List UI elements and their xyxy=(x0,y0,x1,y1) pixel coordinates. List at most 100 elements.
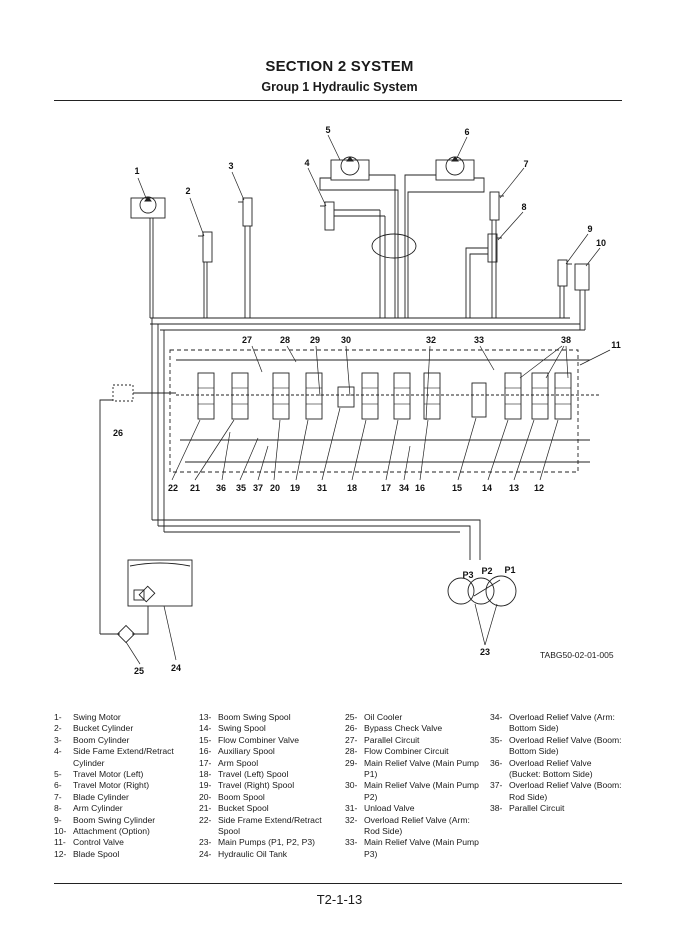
footer-rule xyxy=(54,883,622,884)
callout-p1: P1 xyxy=(504,565,515,575)
legend-number: 23- xyxy=(199,837,212,848)
legend-entry: 2- Bucket Cylinder xyxy=(54,723,184,734)
legend-entry: 13-Boom Swing Spool xyxy=(199,712,334,723)
legend-text: Boom Spool xyxy=(218,791,265,802)
callout-38: 38 xyxy=(561,335,571,345)
legend-number: 34- xyxy=(490,712,503,722)
legend-text: Swing Spool xyxy=(218,723,266,734)
legend-number: 4- xyxy=(54,746,62,757)
legend-entry: 17-Arm Spool xyxy=(199,758,334,769)
legend-number: 13- xyxy=(199,712,212,722)
legend-entry: 14- Swing Spool xyxy=(199,723,334,734)
callout-8: 8 xyxy=(521,202,526,212)
legend-entry: 18-Travel (Left) Spool xyxy=(199,769,334,780)
legend-text: Control Valve xyxy=(73,837,124,848)
legend-entry: 6-Travel Motor (Right) xyxy=(54,780,184,791)
main-pumps-symbol xyxy=(447,575,517,607)
legend-text: Side Frame Extend/Retract Spool xyxy=(218,814,322,837)
legend-text: Bucket Cylinder xyxy=(73,723,134,734)
legend-text: Overload Relief Valve (Boom: Rod Side) xyxy=(509,780,622,802)
swing-motor-symbol xyxy=(130,196,166,318)
legend-text: Overload Relief Valve (Bucket: Bottom Si… xyxy=(509,757,593,780)
legend-text: Parallel Circuit xyxy=(364,734,420,745)
callout-31: 31 xyxy=(317,483,327,493)
legend-entry: 30-Main Relief Valve (Main Pump P2) xyxy=(345,780,481,803)
legend-entry: 29-Main Relief Valve (Main Pump P1) xyxy=(345,758,481,781)
legend-entry: 9-Boom Swing Cylinder xyxy=(54,815,184,826)
legend-entry: 27-Parallel Circuit xyxy=(345,735,481,746)
spool-row xyxy=(197,372,572,420)
legend-number: 9- xyxy=(54,814,62,825)
legend-text: Travel (Left) Spool xyxy=(218,769,289,780)
legend-number: 12- xyxy=(54,848,67,859)
legend-number: 19- xyxy=(199,780,212,791)
callout-32: 32 xyxy=(426,335,436,345)
legend-number: 28- xyxy=(345,746,358,757)
callout-16: 16 xyxy=(415,483,425,493)
legend-text: Boom Cylinder xyxy=(73,734,130,745)
callout-26: 26 xyxy=(113,428,123,438)
legend-number: 6- xyxy=(54,780,62,791)
legend-number: 36- xyxy=(490,757,503,768)
bucket-cylinder-symbol xyxy=(198,231,213,318)
legend-number: 7- xyxy=(54,791,62,802)
legend-entry: 35-Overload Relief Valve (Boom: Bottom S… xyxy=(490,735,624,758)
legend-number: 15- xyxy=(199,734,212,745)
callout-5: 5 xyxy=(325,125,330,135)
bypass-check-valve-symbol xyxy=(112,384,134,402)
callout-p2: P2 xyxy=(481,566,492,576)
legend-number: 29- xyxy=(345,757,358,768)
callout-37: 37 xyxy=(253,483,263,493)
callout-27: 27 xyxy=(242,335,252,345)
legend-number: 2- xyxy=(54,723,62,734)
callout-24: 24 xyxy=(171,663,181,673)
legend-text: Swing Motor xyxy=(73,712,121,722)
callout-28: 28 xyxy=(280,335,290,345)
legend-number: 5- xyxy=(54,769,62,780)
legend-column: 34-Overload Relief Valve (Arm: Bottom Si… xyxy=(490,712,624,815)
legend-text: Hydraulic Oil Tank xyxy=(218,848,288,859)
legend-number: 22- xyxy=(199,814,212,825)
legend-entry: 15- Flow Combiner Valve xyxy=(199,735,334,746)
legend-number: 24- xyxy=(199,848,212,859)
callout-10: 10 xyxy=(596,238,606,248)
legend-text: Arm Cylinder xyxy=(73,803,123,814)
legend-entry: 34-Overload Relief Valve (Arm: Bottom Si… xyxy=(490,712,624,735)
side-frame-cylinder-symbol xyxy=(320,201,386,318)
attachment-symbol xyxy=(160,263,590,331)
legend-entry: 23-Main Pumps (P1, P2, P3) xyxy=(199,837,334,848)
callout-4: 4 xyxy=(304,158,309,168)
legend-number: 20- xyxy=(199,791,212,802)
legend-text: Overload Relief Valve (Arm: Rod Side) xyxy=(364,814,470,837)
legend-entry: 31-Unload Valve xyxy=(345,803,481,814)
legend-number: 25- xyxy=(345,712,358,722)
legend-text: Bypass Check Valve xyxy=(364,723,443,734)
callout-36: 36 xyxy=(216,483,226,493)
group-title: Group 1 Hydraulic System xyxy=(261,80,418,94)
section-title: SECTION 2 SYSTEM xyxy=(265,58,414,75)
callout-20: 20 xyxy=(270,483,280,493)
leader-lines xyxy=(125,134,611,665)
callout-22: 22 xyxy=(168,483,178,493)
legend-text: Overload Relief Valve (Boom: Bottom Side… xyxy=(509,734,622,757)
legend-text: Main Relief Valve (Main Pump P3) xyxy=(364,837,479,859)
legend-entry: 11-Control Valve xyxy=(54,837,184,848)
legend-number: 14- xyxy=(199,723,212,734)
legend-entry: 36- Overload Relief Valve (Bucket: Bottom… xyxy=(490,758,624,781)
callout-p3: P3 xyxy=(462,570,473,580)
page-number: T2-1-13 xyxy=(316,892,363,907)
header-rule xyxy=(54,100,622,101)
legend-entry: 10-Attachment (Option) xyxy=(54,826,184,837)
callout-12: 12 xyxy=(534,483,544,493)
legend-number: 3- xyxy=(54,734,62,745)
legend-text: Main Relief Valve (Main Pump P2) xyxy=(364,780,479,802)
legend-entry: 12-Blade Spool xyxy=(54,849,184,860)
legend-text: Flow Combiner Valve xyxy=(218,734,300,745)
callout-9: 9 xyxy=(587,224,592,234)
legend-entry: 8-Arm Cylinder xyxy=(54,803,184,814)
legend-text: Oil Cooler xyxy=(364,712,403,722)
legend-entry: 20- Boom Spool xyxy=(199,792,334,803)
